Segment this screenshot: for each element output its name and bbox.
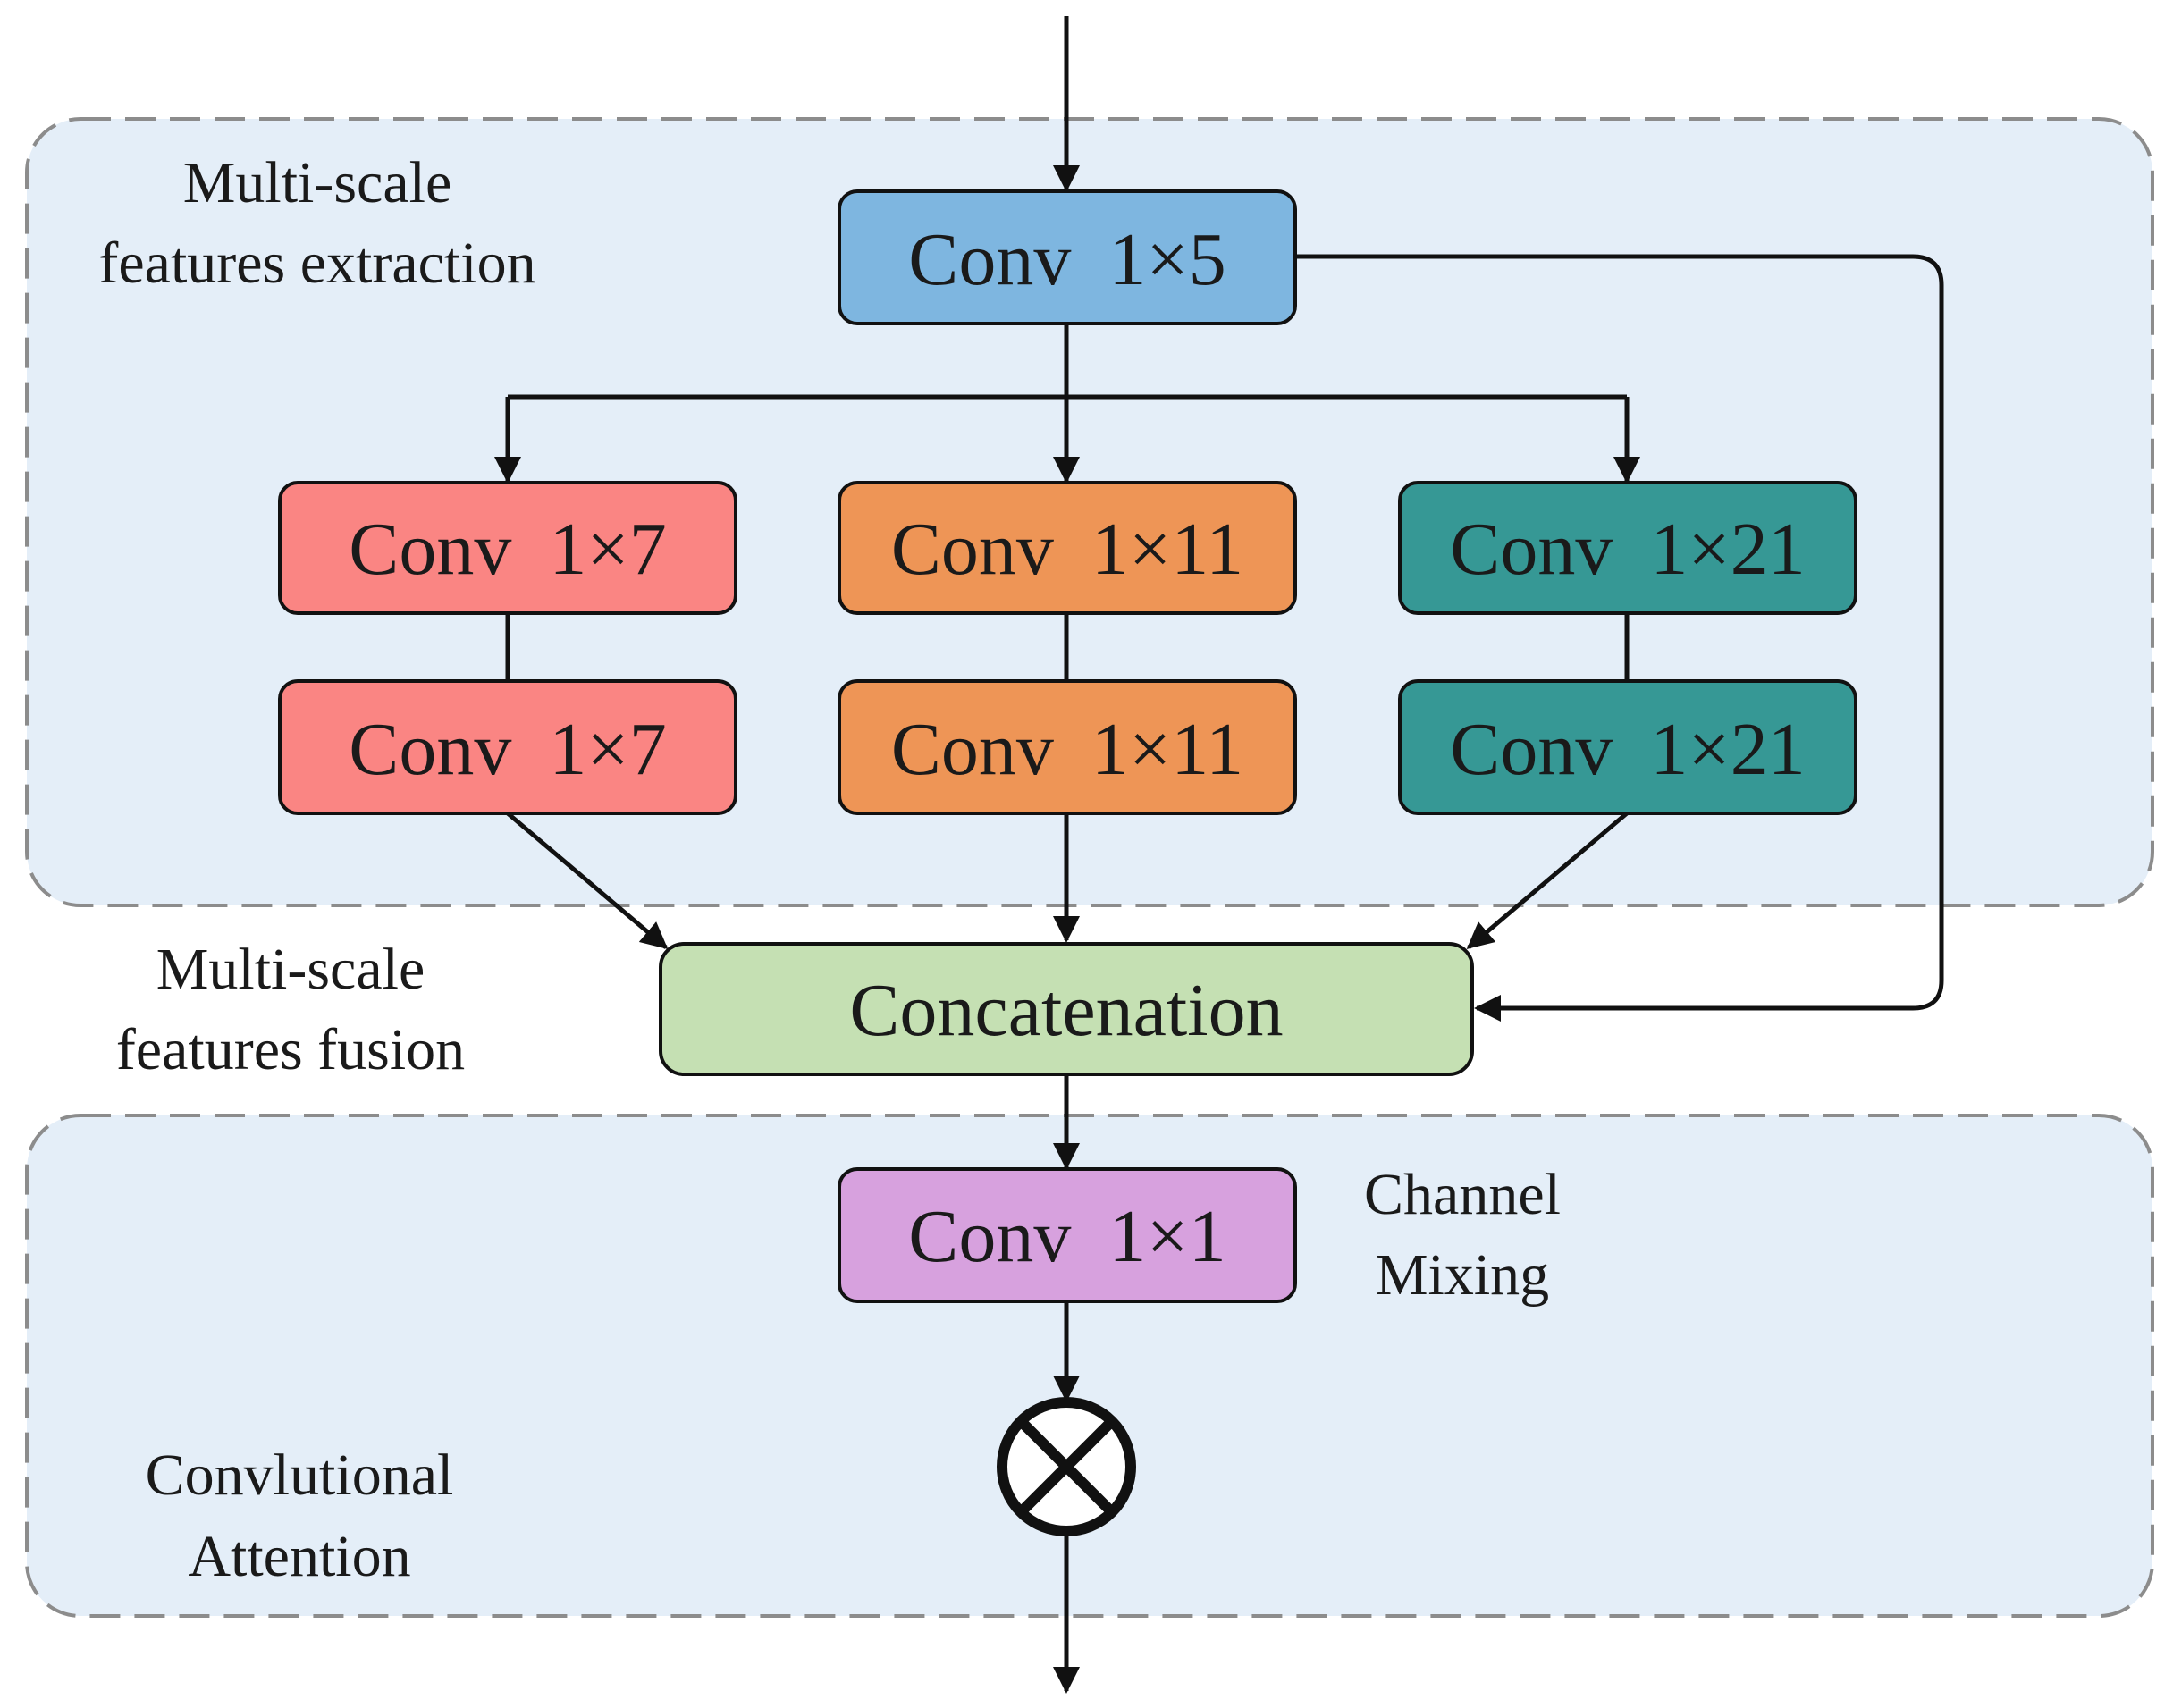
block-conv7-b: Conv 1×7 [278,679,737,815]
attention-label-line1: Convlutional [146,1443,454,1508]
fusion-label-line1: Multi-scale [156,937,425,1002]
block-conv7-b-label: Conv 1×7 [349,708,666,791]
block-conv21-b-label: Conv 1×21 [1450,708,1805,791]
block-conv11-b: Conv 1×11 [838,679,1297,815]
extraction-label-line2: features extraction [98,231,535,296]
fusion-label-line2: features fusion [116,1017,465,1082]
block-concatenation: Concatenation [659,942,1474,1076]
extraction-label-line1: Multi-scale [183,150,452,215]
block-conv-top-label: Conv 1×5 [908,218,1225,301]
block-conv21-a-label: Conv 1×21 [1450,508,1805,591]
block-conv21-b: Conv 1×21 [1398,679,1857,815]
block-conv7-a-label: Conv 1×7 [349,508,666,591]
block-conv21-a: Conv 1×21 [1398,481,1857,615]
arrow-conv7-to-concat [506,812,669,949]
block-conv1-label: Conv 1×1 [908,1195,1225,1278]
block-conv11-a-label: Conv 1×11 [891,508,1243,591]
block-conv7-a: Conv 1×7 [278,481,737,615]
block-concatenation-label: Concatenation [849,969,1283,1052]
attention-label-line2: Attention [188,1524,410,1589]
channel-mixing-label-line1: Channel [1364,1162,1561,1227]
multiply-circle-icon [997,1397,1136,1536]
connectors [494,16,1944,1694]
region-attention [25,1114,2154,1618]
channel-mixing-label-line2: Mixing [1376,1242,1549,1308]
block-conv11-a: Conv 1×11 [838,481,1297,615]
block-conv1: Conv 1×1 [838,1167,1297,1303]
block-conv-top: Conv 1×5 [838,189,1297,325]
skip-connection [1294,254,1944,1022]
block-conv11-b-label: Conv 1×11 [891,708,1243,791]
arrow-conv21-to-concat [1466,812,1629,949]
